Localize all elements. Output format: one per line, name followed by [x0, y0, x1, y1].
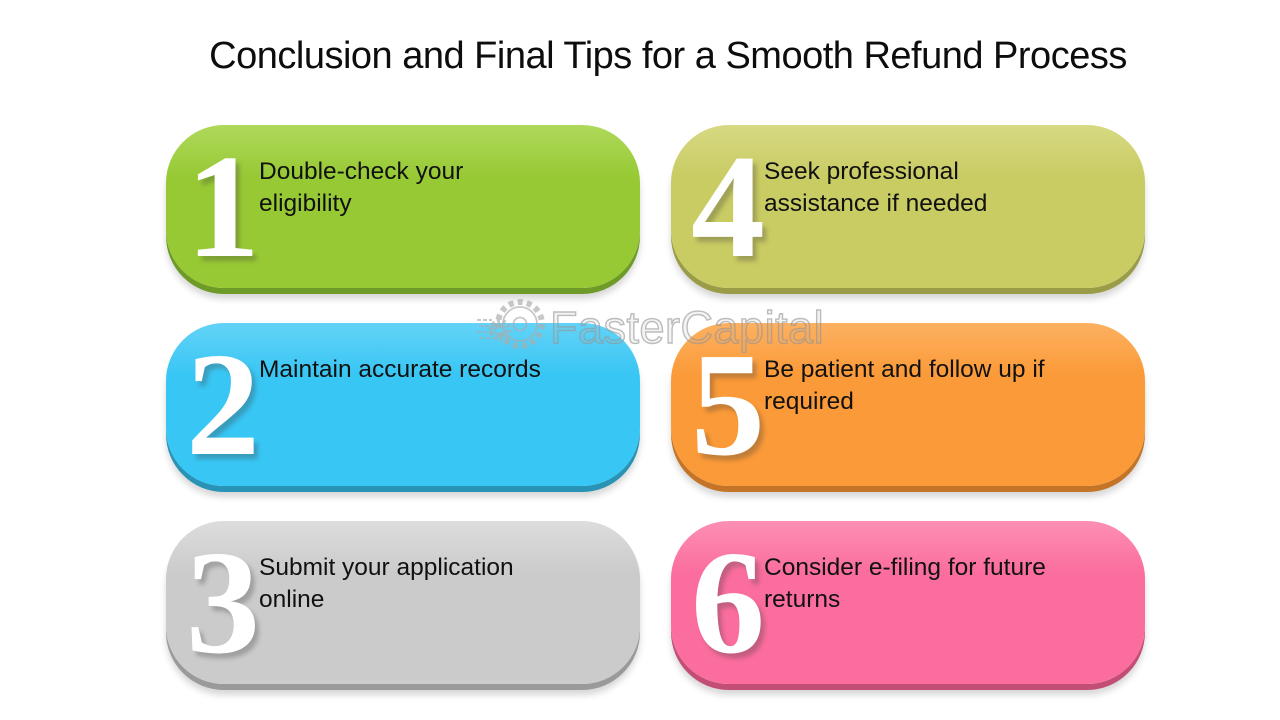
- tip-number-5: 5: [691, 322, 765, 487]
- tip-number-3: 3: [186, 520, 260, 685]
- tip-card-2: 2 Maintain accurate records: [166, 323, 640, 486]
- tips-grid: 1 Double-check your eligibility 2 Mainta…: [166, 125, 1145, 684]
- tip-card-6: 6 Consider e-filing for future returns: [671, 521, 1145, 684]
- tip-text-4: Seek professional assistance if needed: [764, 158, 988, 217]
- tip-number-2: 2: [186, 322, 260, 487]
- tip-number-6: 6: [691, 520, 765, 685]
- tip-card-3: 3 Submit your application online: [166, 521, 640, 684]
- tip-text-1: Double-check your eligibility: [259, 158, 464, 217]
- tip-card-1: 1 Double-check your eligibility: [166, 125, 640, 288]
- tip-card-5: 5 Be patient and follow up if required: [671, 323, 1145, 486]
- tip-text-5: Be patient and follow up if required: [764, 356, 1045, 415]
- page-title: Conclusion and Final Tips for a Smooth R…: [209, 35, 1127, 78]
- tip-card-4: 4 Seek professional assistance if needed: [671, 125, 1145, 288]
- tip-number-4: 4: [691, 124, 765, 289]
- tip-text-6: Consider e-filing for future returns: [764, 554, 1046, 613]
- tip-text-3: Submit your application online: [259, 554, 514, 613]
- tip-number-1: 1: [186, 124, 260, 289]
- tip-text-2: Maintain accurate records: [259, 356, 541, 383]
